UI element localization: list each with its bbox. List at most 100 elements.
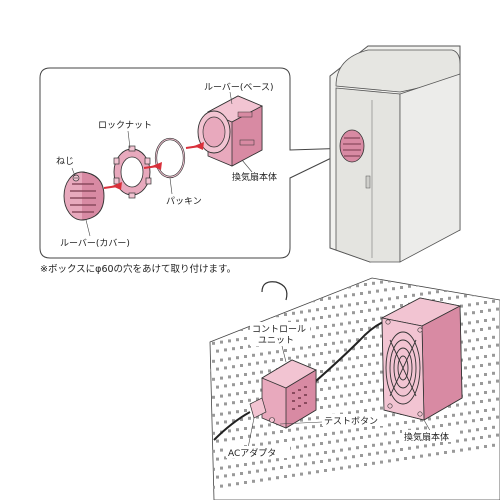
- perforation-hole: [248, 470, 251, 474]
- perforation-hole: [228, 483, 231, 487]
- perforation-hole: [460, 322, 463, 326]
- perforation-hole: [452, 270, 455, 273]
- perforation-hole: [220, 448, 223, 452]
- perforation-hole: [444, 451, 447, 454]
- perforation-hole: [348, 429, 351, 433]
- perforation-hole: [228, 375, 231, 379]
- perforation-hole: [360, 400, 363, 403]
- perforation-hole: [388, 441, 391, 445]
- perforation-hole: [296, 283, 299, 287]
- perforation-hole: [260, 388, 263, 392]
- perforation-hole: [232, 329, 235, 333]
- perforation-hole: [272, 467, 275, 471]
- perforation-hole: [360, 292, 363, 295]
- perforation-hole: [244, 409, 247, 412]
- perforation-hole: [320, 298, 323, 301]
- perforation-hole: [472, 311, 475, 315]
- perforation-hole: [392, 449, 395, 453]
- perforation-hole: [460, 412, 463, 416]
- perforation-hole: [496, 379, 499, 383]
- perforation-hole: [448, 278, 451, 282]
- perforation-hole: [292, 473, 295, 477]
- perforation-hole: [428, 291, 431, 295]
- perforation-hole: [356, 320, 359, 324]
- perforation-hole: [416, 427, 419, 431]
- perforation-hole: [316, 272, 319, 275]
- perforation-hole: [496, 325, 499, 329]
- perforation-hole: [448, 296, 451, 300]
- perforation-hole: [424, 282, 427, 286]
- perforation-hole: [344, 366, 347, 370]
- perforation-hole: [328, 350, 331, 354]
- perforation-hole: [280, 286, 283, 289]
- perforation-hole: [464, 420, 467, 424]
- perforation-hole: [232, 437, 235, 441]
- perforation-hole: [308, 273, 311, 276]
- perforation-hole: [212, 287, 215, 291]
- perforation-hole: [292, 293, 295, 297]
- perforation-hole: [316, 380, 319, 384]
- perforation-hole: [308, 453, 311, 457]
- perforation-hole: [492, 353, 495, 357]
- perforation-hole: [404, 278, 407, 280]
- perforation-hole: [276, 296, 279, 300]
- perforation-hole: [236, 356, 239, 360]
- perforation-hole: [216, 349, 219, 353]
- perforation-hole: [228, 393, 231, 397]
- perforation-hole: [300, 436, 303, 440]
- perforation-hole: [480, 310, 483, 313]
- perforation-hole: [348, 393, 351, 397]
- perforation-hole: [344, 456, 347, 460]
- perforation-hole: [236, 320, 239, 324]
- perforation-hole: [476, 392, 479, 396]
- perforation-hole: [408, 446, 411, 450]
- perforation-hole: [248, 290, 251, 294]
- perforation-hole: [420, 454, 423, 458]
- perforation-hole: [488, 416, 491, 420]
- perforation-hole: [264, 468, 267, 472]
- perforation-hole: [356, 338, 359, 342]
- perforation-hole: [424, 264, 427, 267]
- perforation-hole: [336, 439, 339, 443]
- perforation-hole: [216, 295, 219, 299]
- perforation-hole: [320, 406, 323, 409]
- perforation-hole: [264, 288, 267, 292]
- perforation-hole: [296, 463, 299, 467]
- perforation-hole: [232, 347, 235, 351]
- perforation-hole: [232, 293, 235, 297]
- perforation-hole: [376, 397, 379, 401]
- perforation-hole: [236, 428, 239, 432]
- perforation-hole: [436, 254, 439, 257]
- perforation-hole: [264, 270, 267, 273]
- perforation-hole: [356, 356, 359, 360]
- perforation-hole: [436, 272, 439, 275]
- perforation-hole: [260, 352, 263, 356]
- perforation-hole: [200, 478, 203, 481]
- perforation-hole: [364, 409, 367, 412]
- perforation-hole: [264, 360, 267, 364]
- perforation-hole: [268, 297, 271, 301]
- perforation-hole: [376, 433, 379, 437]
- perforation-hole: [364, 427, 367, 430]
- perforation-hole: [428, 273, 431, 276]
- perforation-hole: [276, 350, 279, 354]
- perforation-hole: [460, 251, 463, 254]
- perforation-hole: [292, 278, 295, 279]
- perforation-hole: [210, 386, 211, 390]
- perforation-hole: [268, 423, 271, 427]
- perforation-hole: [300, 472, 303, 476]
- perforation-hole: [400, 304, 403, 307]
- perforation-hole: [212, 395, 215, 399]
- fan-body: [380, 297, 463, 421]
- perforation-hole: [376, 451, 379, 455]
- perforation-hole: [456, 260, 459, 263]
- perforation-hole: [324, 433, 327, 436]
- perforation-hole: [464, 402, 467, 406]
- perforation-hole: [212, 359, 215, 363]
- perforation-hole: [308, 291, 311, 295]
- perforation-hole: [204, 397, 207, 400]
- perforation-hole: [408, 284, 411, 288]
- perforation-hole: [364, 301, 367, 304]
- screw-icon: [72, 174, 80, 182]
- perforation-hole: [300, 275, 303, 278]
